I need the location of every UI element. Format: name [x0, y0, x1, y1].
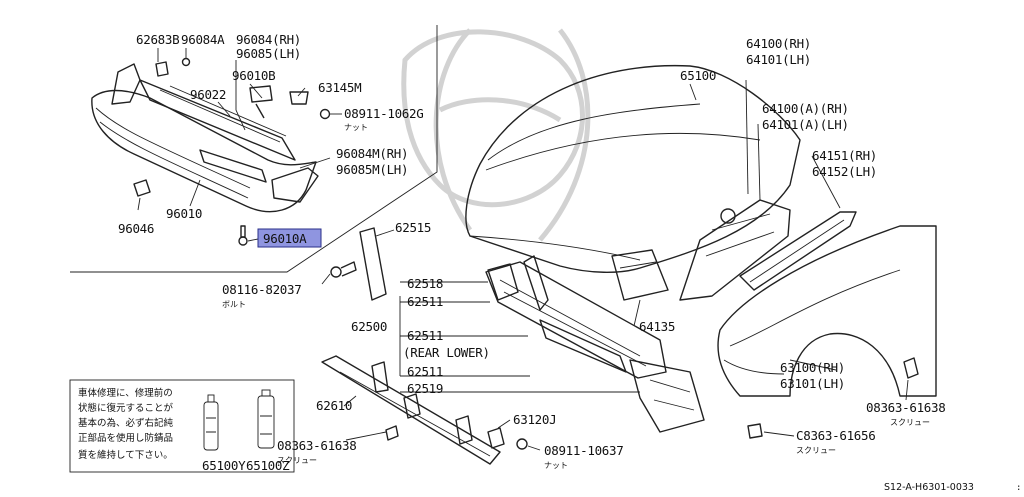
label-bolt: ボルト — [222, 300, 246, 309]
note-line-2: 状態に復元することが — [78, 402, 174, 414]
watermark-emblem-icon — [401, 28, 591, 242]
label-screw-2: スクリュー — [890, 418, 930, 427]
main-leaders — [321, 79, 909, 451]
part-labels: 62683B 96084A 96084(RH) 96085(LH) 96010B… — [118, 32, 946, 470]
spoiler-upper-panel-96022[interactable] — [139, 79, 296, 161]
label-64100rh[interactable]: 64100(RH) — [746, 36, 811, 51]
label-96084rh[interactable]: 96084(RH) — [236, 32, 301, 47]
bolt-63120j[interactable] — [487, 427, 505, 449]
label-62500[interactable]: 62500 — [351, 319, 387, 334]
label-65100z[interactable]: 65100Z — [246, 458, 290, 473]
label-96010a[interactable]: 96010A — [263, 231, 307, 246]
label-62518[interactable]: 62518 — [407, 276, 443, 291]
nut-08911-10637[interactable] — [516, 438, 528, 450]
spoiler-side-bracket-96084[interactable] — [111, 63, 141, 105]
label-63120j[interactable]: 63120J — [513, 412, 557, 427]
apron-rail-64151[interactable] — [739, 211, 857, 291]
label-screw-3: スクリュー — [796, 446, 836, 455]
label-96085m[interactable]: 96085M(LH) — [336, 162, 409, 177]
label-62519[interactable]: 62519 — [407, 381, 443, 396]
clip-62683b[interactable] — [155, 61, 169, 77]
support-62518[interactable] — [487, 263, 519, 301]
label-96022[interactable]: 96022 — [190, 87, 226, 102]
screw-96084a[interactable] — [181, 57, 191, 67]
label-62511-a[interactable]: 62511 — [407, 294, 443, 309]
label-63145m[interactable]: 63145M — [318, 80, 362, 95]
label-08911-10637[interactable]: 08911-10637 — [544, 443, 624, 458]
spoiler-leaders — [137, 48, 342, 242]
screw-08363-fender[interactable] — [903, 357, 919, 379]
front-fender-63100[interactable] — [717, 225, 937, 397]
label-63100rh[interactable]: 63100(RH) — [780, 360, 845, 375]
rustproof-note-box: 車体修理に、修理前の 状態に復元することが 基本の為、必ず右記純 正部品を使用し… — [69, 379, 295, 473]
label-nut-2: ナット — [544, 461, 568, 470]
label-96010[interactable]: 96010 — [166, 206, 202, 221]
diagram-code: S12-A-H6301-0033 — [884, 482, 974, 493]
inset-frame — [70, 25, 438, 273]
bracket-63145m[interactable] — [289, 91, 309, 105]
note-line-1: 車体修理に、修理前の — [78, 387, 173, 399]
screw-c8363-61656[interactable] — [747, 423, 763, 439]
label-96010b[interactable]: 96010B — [232, 68, 276, 83]
front-spoiler-group — [91, 57, 331, 246]
label-c8363-61656[interactable]: C8363-61656 — [796, 428, 876, 443]
spray-can-65100y-icon — [203, 394, 219, 451]
label-65100[interactable]: 65100 — [680, 68, 716, 83]
fender-apron-64100[interactable] — [679, 199, 791, 301]
label-08363-61638-a[interactable]: 08363-61638 — [277, 438, 357, 453]
screw-08363-lower[interactable] — [385, 425, 399, 441]
label-64151rh[interactable]: 64151(RH) — [812, 148, 877, 163]
note-line-4: 正部品を使用し防錆品 — [78, 432, 173, 444]
label-64100arh[interactable]: 64100(A)(RH) — [762, 101, 849, 116]
note-line-5: 質を維持して下さい。 — [78, 449, 173, 461]
bracket-96010b[interactable] — [249, 85, 273, 103]
label-screw-1: スクリュー — [277, 456, 317, 465]
label-62511-c[interactable]: 62511 — [407, 364, 443, 379]
label-08911-1062g[interactable]: 08911-1062G — [344, 106, 424, 121]
label-64152lh[interactable]: 64152(LH) — [812, 164, 877, 179]
label-65100y[interactable]: 65100Y — [202, 458, 246, 473]
front-spoiler-96010[interactable] — [91, 89, 317, 213]
label-nut-1: ナット — [344, 123, 368, 132]
spray-can-65100z-icon — [257, 389, 275, 449]
label-96084a[interactable]: 96084A — [181, 32, 225, 47]
highlight-96010a — [257, 228, 322, 248]
label-62515[interactable]: 62515 — [395, 220, 431, 235]
label-96084m[interactable]: 96084M(RH) — [336, 146, 409, 161]
label-64135[interactable]: 64135 — [639, 319, 675, 334]
label-08116-82037[interactable]: 08116-82037 — [222, 282, 302, 297]
label-62511-b[interactable]: 62511 — [407, 328, 443, 343]
label-rear-lower: (REAR LOWER) — [403, 345, 490, 360]
label-08363-61638-b[interactable]: 08363-61638 — [866, 400, 946, 415]
lower-bar-62610[interactable] — [321, 355, 501, 465]
screw-96010a[interactable] — [238, 236, 248, 246]
label-62610[interactable]: 62610 — [316, 398, 352, 413]
label-96046[interactable]: 96046 — [118, 221, 154, 236]
note-line-3: 基本の為、必ず右記純 — [78, 417, 174, 429]
label-63101lh[interactable]: 63101(LH) — [780, 376, 845, 391]
hood-lock-support-62515[interactable] — [359, 227, 387, 301]
label-62683b[interactable]: 62683B — [136, 32, 180, 47]
apron-bracket-64135[interactable] — [611, 249, 669, 301]
spoiler-reinforcement-96084m[interactable] — [199, 149, 267, 183]
radiator-core-support-62500[interactable] — [485, 255, 705, 433]
clip-96046[interactable] — [133, 179, 151, 197]
bolt-08116[interactable] — [330, 261, 357, 278]
label-64101alh[interactable]: 64101(A)(LH) — [762, 117, 849, 132]
support-62519[interactable] — [629, 359, 705, 433]
nut-08911-1062g[interactable] — [319, 108, 331, 120]
edge-mark: : — [1016, 483, 1021, 493]
label-96085lh[interactable]: 96085(LH) — [236, 46, 301, 61]
hood-65100[interactable] — [465, 64, 801, 273]
label-64101lh[interactable]: 64101(LH) — [746, 52, 811, 67]
